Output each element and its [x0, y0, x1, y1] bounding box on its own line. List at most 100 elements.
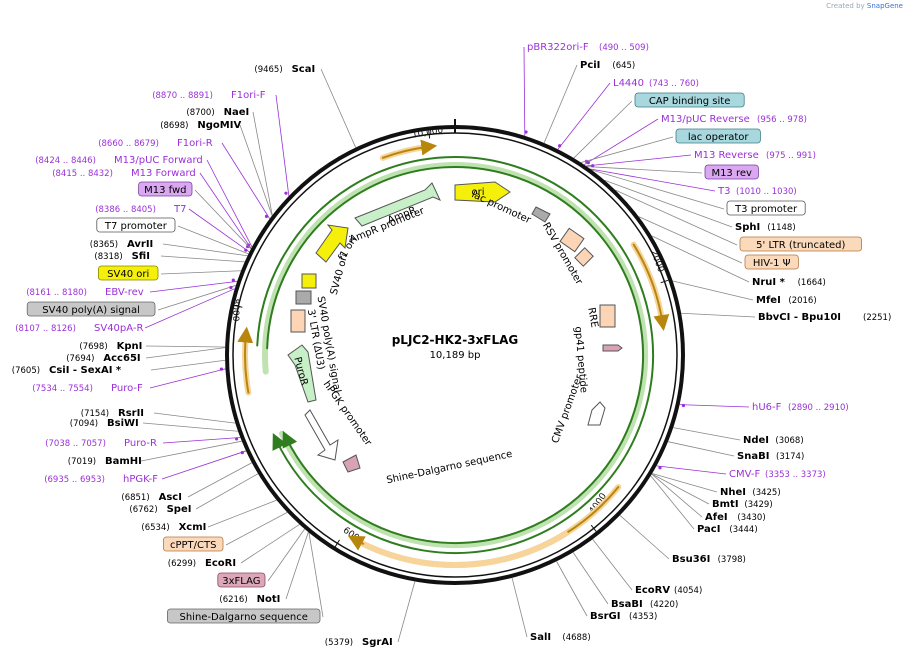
- label-text: SV40 ori: [107, 269, 149, 280]
- primer-site-marker: [219, 367, 224, 371]
- label-bamhi: BamHI(7019): [68, 456, 142, 467]
- label-t7: T7(8386 .. 8405): [95, 204, 186, 215]
- label-m13-puc-forward: M13/pUC Forward(8424 .. 8446): [35, 155, 203, 166]
- label-name: Puro-F: [111, 383, 143, 394]
- rre-box: [599, 304, 616, 328]
- label-text: Shine-Dalgarno sequence: [179, 612, 307, 623]
- label-kpni: KpnI(7698): [79, 341, 142, 352]
- map-center: pLJC2-HK2-3xFLAG 10,189 bp: [392, 333, 519, 361]
- label-m13-puc-reverse: M13/pUC Reverse(956 .. 978): [661, 114, 807, 125]
- primer-site-marker: [234, 437, 239, 441]
- label-box: [26, 301, 156, 317]
- label-acc65i: Acc65I(7694): [66, 353, 140, 364]
- label-name: MfeI: [756, 295, 781, 306]
- label-spei: SpeI(6762): [129, 504, 191, 515]
- leader-sphi: [604, 179, 733, 228]
- label-box: [166, 608, 321, 624]
- label-sali: SalI(4688): [530, 632, 591, 643]
- label-name: RsrII: [118, 408, 144, 419]
- label-shine-dalgarno-sequence: Shine-Dalgarno sequence: [166, 608, 321, 624]
- label-range: (3798): [718, 555, 746, 565]
- label-text: cPPT/CTS: [170, 540, 216, 551]
- label-csii-sexai: CsiI - SexAI *(7605): [12, 365, 122, 376]
- label-l4440: L4440(743 .. 760): [613, 78, 699, 89]
- label-hiv-1: HIV-1 Ψ: [744, 254, 799, 270]
- label-range: (3174): [776, 452, 804, 462]
- label-noti: NotI(6216): [219, 594, 280, 605]
- label-range: (3068): [775, 436, 803, 446]
- leader-sv40-ori: [160, 270, 242, 275]
- label-f1ori-f: F1ori-F(8870 .. 8891): [152, 90, 266, 101]
- leader-sv40-poly-a-signal: [157, 285, 236, 311]
- leader-t3: [590, 168, 716, 192]
- label-range: (8700): [186, 108, 214, 118]
- label-range: (7094): [70, 419, 98, 429]
- label-box: [675, 128, 761, 144]
- label-name: PacI: [697, 524, 720, 535]
- leader-snabi: [667, 441, 735, 457]
- label-bsabi: BsaBI(4220): [611, 599, 678, 610]
- leader-bsrgi: [556, 561, 588, 617]
- label-text: HIV-1 Ψ: [753, 258, 791, 269]
- label-name: BsaBI: [611, 599, 643, 610]
- primer-site-marker: [558, 144, 562, 148]
- green-arc-halo: [262, 162, 648, 548]
- label-rsrii: RsrII(7154): [81, 408, 144, 419]
- puror-arrow: [287, 344, 317, 403]
- label-name: NgoMIV: [197, 120, 241, 131]
- leader-m13-forward: [199, 172, 252, 249]
- label-name: Puro-R: [124, 438, 157, 449]
- psi-box: [574, 247, 594, 267]
- leader-f1ori-r: [221, 142, 271, 219]
- label-nrui: NruI *(1664): [752, 277, 826, 288]
- leader-ngomiv: [239, 124, 273, 216]
- leader-ebv-rev: [149, 280, 238, 293]
- label-range: (9465): [254, 65, 282, 75]
- leader-lac-operator: [580, 136, 674, 163]
- label-name: F1ori-F: [231, 90, 266, 101]
- leader-cap-binding-site: [573, 100, 633, 159]
- label-box: [739, 236, 862, 252]
- label-range: (1010 .. 1030): [736, 187, 797, 197]
- feature-label-rre: RRE: [585, 307, 599, 329]
- leader-bamhi: [140, 440, 242, 462]
- label-range: (3429): [744, 500, 772, 510]
- ltr5-box: [559, 227, 585, 253]
- label-bsiwi: BsiWI(7094): [70, 418, 139, 429]
- label-range: (8415 .. 8432): [52, 169, 113, 179]
- label-name: EcoRI: [205, 558, 236, 569]
- label-text: 3xFLAG: [222, 576, 260, 587]
- label-text: T7 promoter: [104, 221, 168, 232]
- label-ngomiv: NgoMIV(8698): [160, 120, 241, 131]
- leader-bsiwi: [142, 422, 239, 432]
- leader-ndei: [673, 427, 741, 441]
- label-ecorv: EcoRV(4054): [635, 585, 702, 596]
- feature-label-hpgk-promoter: hPGK promoter: [321, 379, 374, 449]
- leader-asci: [187, 462, 252, 498]
- label-f1ori-r: F1ori-R(8660 .. 8679): [98, 138, 213, 149]
- orange-arc: [632, 243, 670, 332]
- label-box: [726, 200, 806, 216]
- leader-bbvci-bpu10i: [681, 312, 756, 318]
- label-text: T3 promoter: [734, 204, 798, 215]
- primer-site-marker: [244, 248, 248, 252]
- label-range: (7038 .. 7057): [45, 439, 106, 449]
- label-name: L4440: [613, 78, 644, 89]
- cap-box: [531, 206, 551, 223]
- label-sphi: SphI(1148): [735, 222, 796, 233]
- label-range: (4353): [629, 612, 657, 622]
- leader-ecorv: [592, 539, 633, 591]
- label-t7-promoter: T7 promoter: [96, 217, 176, 233]
- label-sv40pa-r: SV40pA-R(8107 .. 8126): [15, 323, 143, 334]
- label-bbvci-bpu10i: BbvCI - Bpu10I(2251): [758, 312, 891, 323]
- label-text: lac operator: [688, 132, 749, 143]
- label-name: SphI: [735, 222, 760, 233]
- label-range: (6534): [141, 523, 169, 533]
- label-afei: AfeI(3430): [705, 512, 766, 523]
- leader-paci: [650, 475, 695, 530]
- leader-bsabi: [572, 552, 609, 605]
- ltr3-box: [290, 309, 306, 333]
- label-name: KpnI: [117, 341, 143, 352]
- feature-label-sv40-ori: SV40 ori: [329, 253, 351, 297]
